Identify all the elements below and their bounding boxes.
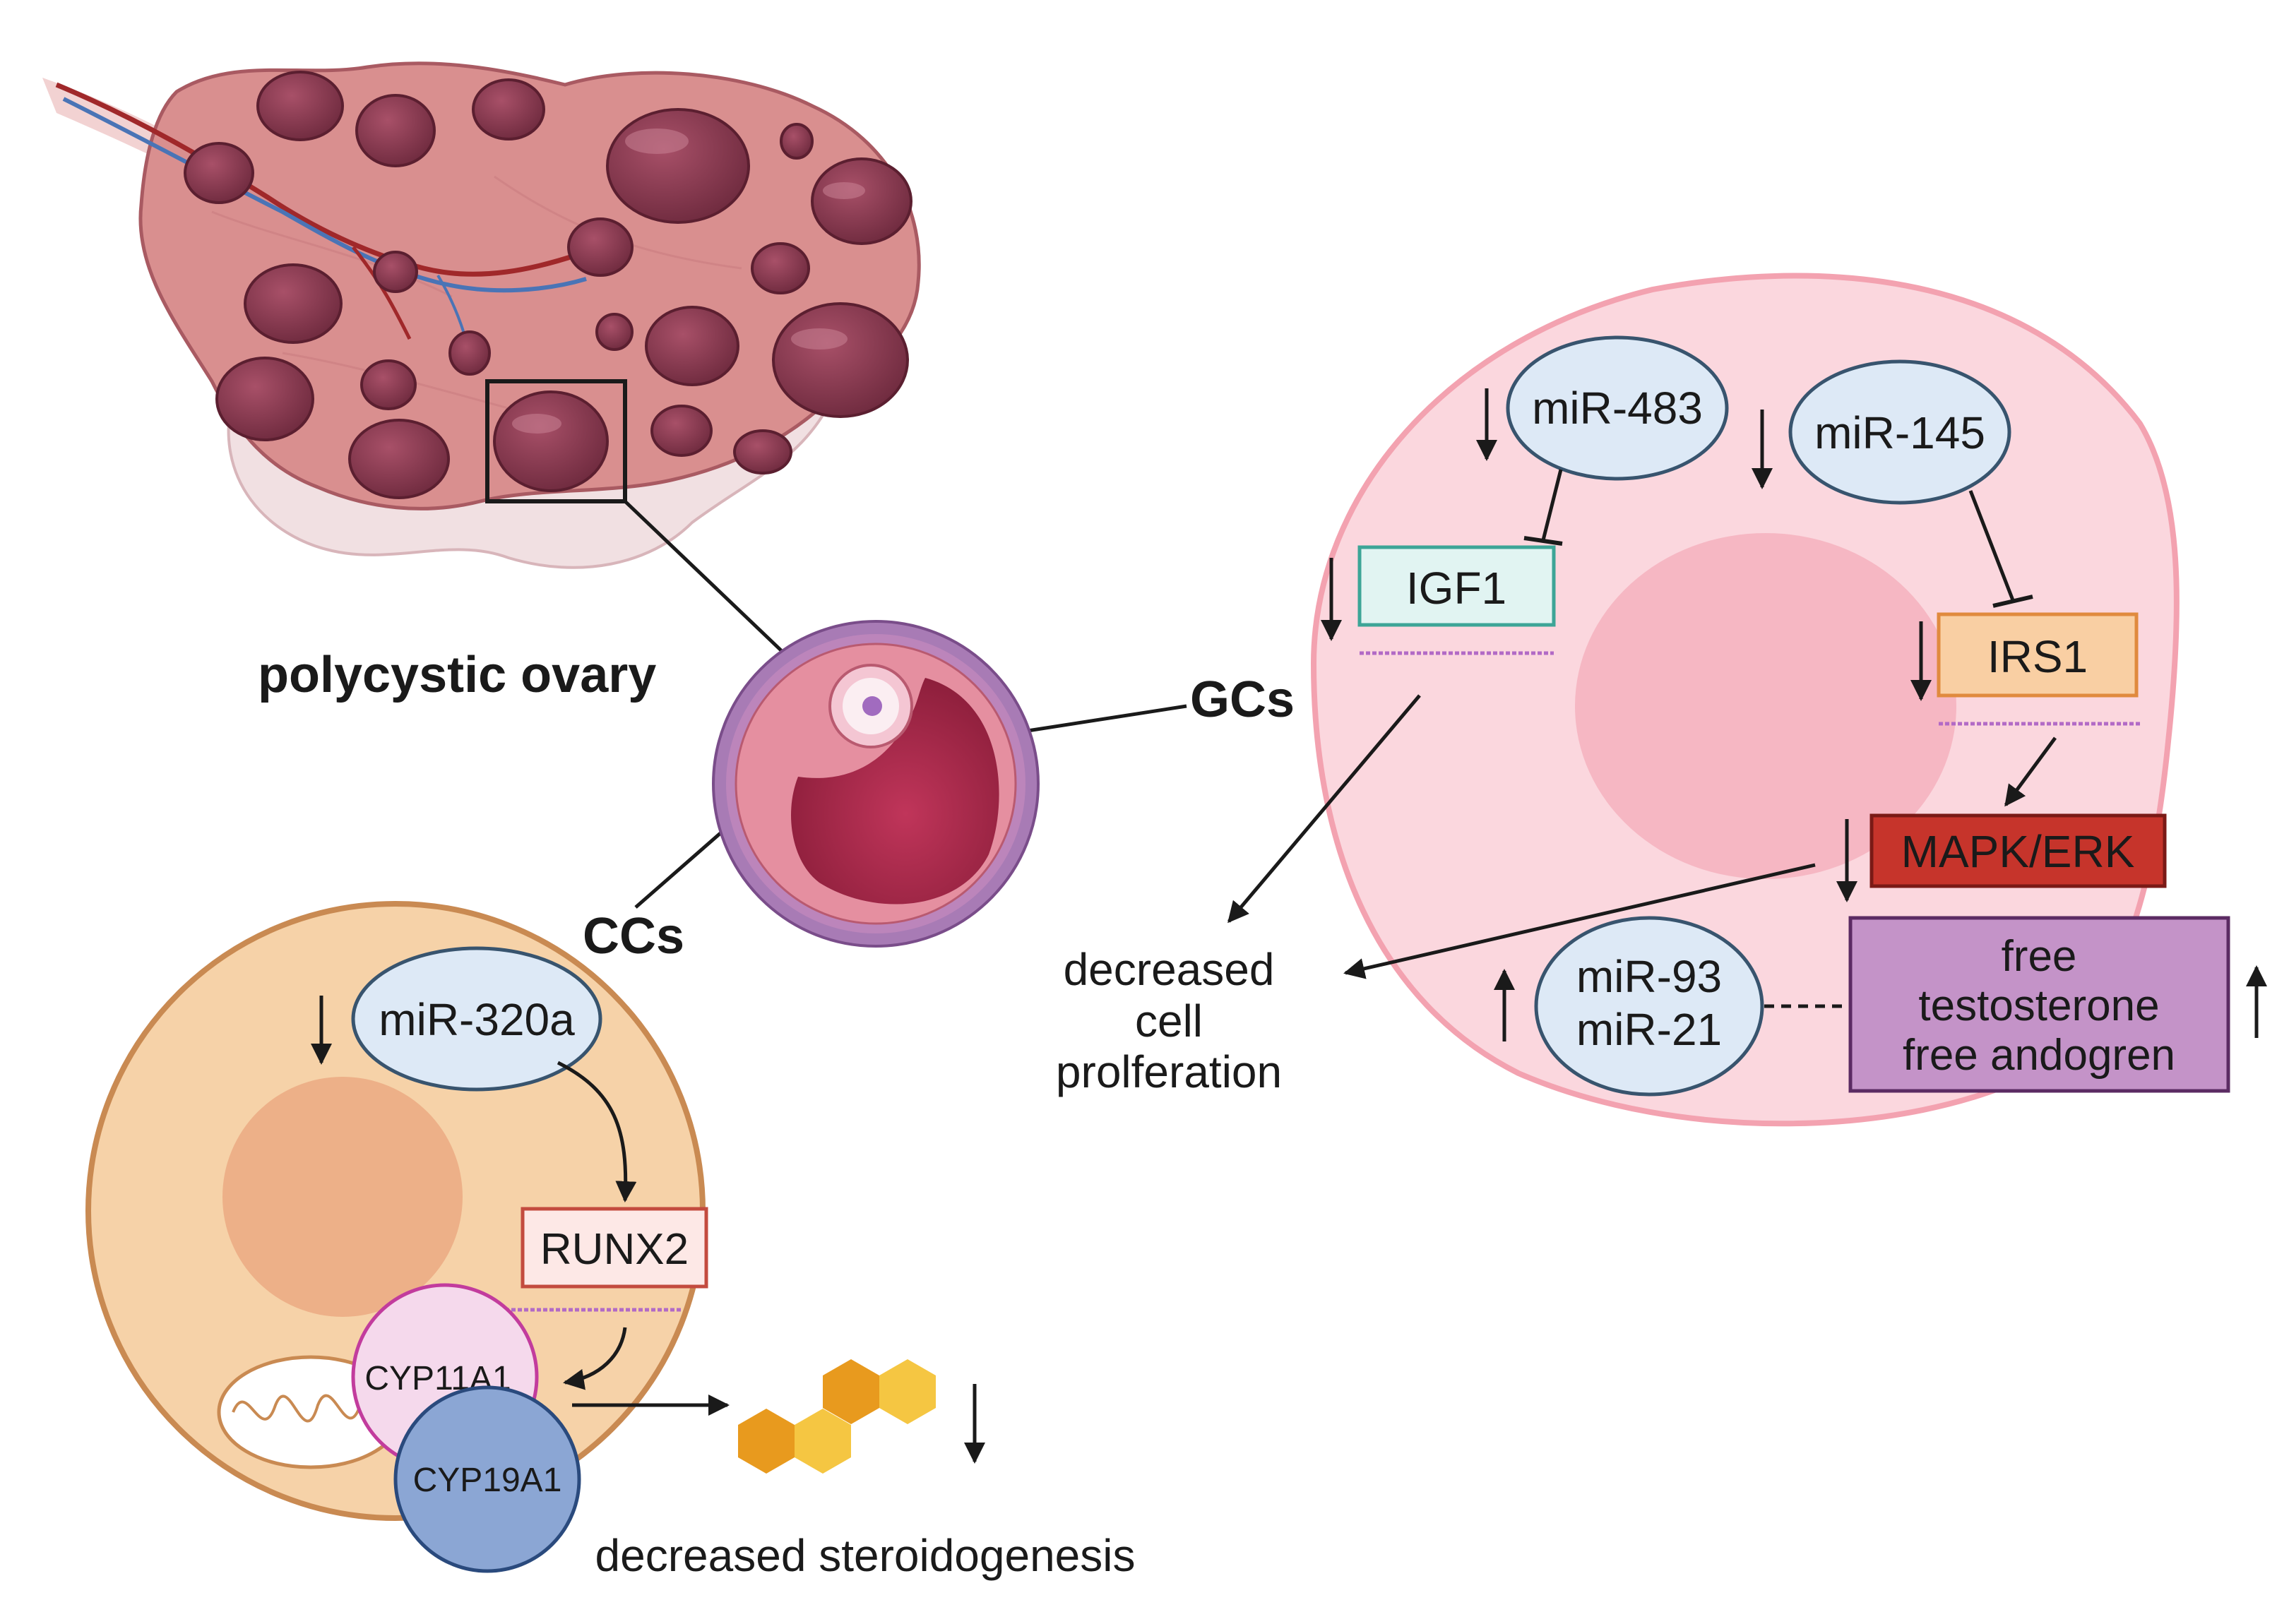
mir-320a-to-runx2-arrow	[557, 1061, 637, 1202]
follicle-illustration	[712, 620, 1040, 948]
hormone-line-2: testosterone	[1918, 981, 2159, 1030]
svg-text:cell: cell	[1135, 996, 1203, 1046]
mapk-erk-box	[1869, 813, 2167, 888]
svg-text:decreased: decreased	[1064, 944, 1275, 995]
mir-145-node	[1788, 359, 2011, 505]
runx2-box	[521, 1207, 708, 1289]
mapk-to-proliferation-arrow	[1343, 863, 1816, 979]
igf1-to-proliferation-arrow	[1227, 694, 1421, 924]
mapk-erk-label: MAPK/ERK	[1901, 826, 2135, 877]
polycystic-ovary-illustration	[42, 61, 921, 569]
gcs-label: GCs	[1190, 671, 1295, 728]
ovarian-cysts	[184, 71, 912, 499]
svg-text:prolferation: prolferation	[1056, 1046, 1282, 1097]
irs1-box	[1937, 612, 2139, 698]
mir-145-inhibits-irs1	[1968, 490, 2015, 601]
irs1-label: IRS1	[1987, 631, 2088, 682]
runx2-label: RUNX2	[540, 1225, 689, 1274]
decreased-cell-proliferation-label: decreased cell prolferation	[1056, 944, 1282, 1097]
gcs-connector-line	[1027, 704, 1187, 733]
runx2-to-cyp11a1-arrow	[563, 1327, 627, 1390]
hormone-line-1: free	[2002, 932, 2077, 981]
ccs-label: CCs	[583, 908, 684, 965]
mir-483-label: miR-483	[1532, 383, 1703, 434]
mir-21-label: miR-21	[1576, 1004, 1722, 1055]
mir-93-21-node	[1534, 916, 1764, 1097]
igf1-label: IGF1	[1406, 563, 1506, 614]
steroid-molecule-icon	[738, 1359, 936, 1474]
gc-nucleus	[1575, 533, 1956, 879]
artery-vessel	[55, 82, 581, 277]
mir-320a-label: miR-320a	[379, 994, 575, 1045]
igf1-box	[1357, 545, 1556, 627]
mir-483-node	[1506, 335, 1729, 481]
irs1-to-mapk-arrow	[2004, 736, 2057, 807]
mir-320a-node	[351, 946, 602, 1092]
cyp19a1-label: CYP19A1	[413, 1462, 562, 1499]
mir-483-inhibits-igf1	[1541, 469, 1563, 541]
zoom-connector-line	[624, 500, 785, 655]
free-testosterone-box	[1848, 916, 2230, 1093]
vein-vessel	[62, 97, 587, 293]
cyp19a1-node	[393, 1385, 581, 1573]
mir-93-label: miR-93	[1576, 951, 1722, 1002]
polycystic-ovary-label: polycystic ovary	[258, 647, 656, 703]
zoom-box	[485, 379, 627, 503]
cc-nucleus	[222, 1077, 463, 1317]
hormone-line-3: free andogren	[1903, 1031, 2175, 1080]
mir-145-label: miR-145	[1814, 407, 1985, 458]
decreased-steroidogenesis-label: decreased steroidogenesis	[595, 1530, 1136, 1581]
